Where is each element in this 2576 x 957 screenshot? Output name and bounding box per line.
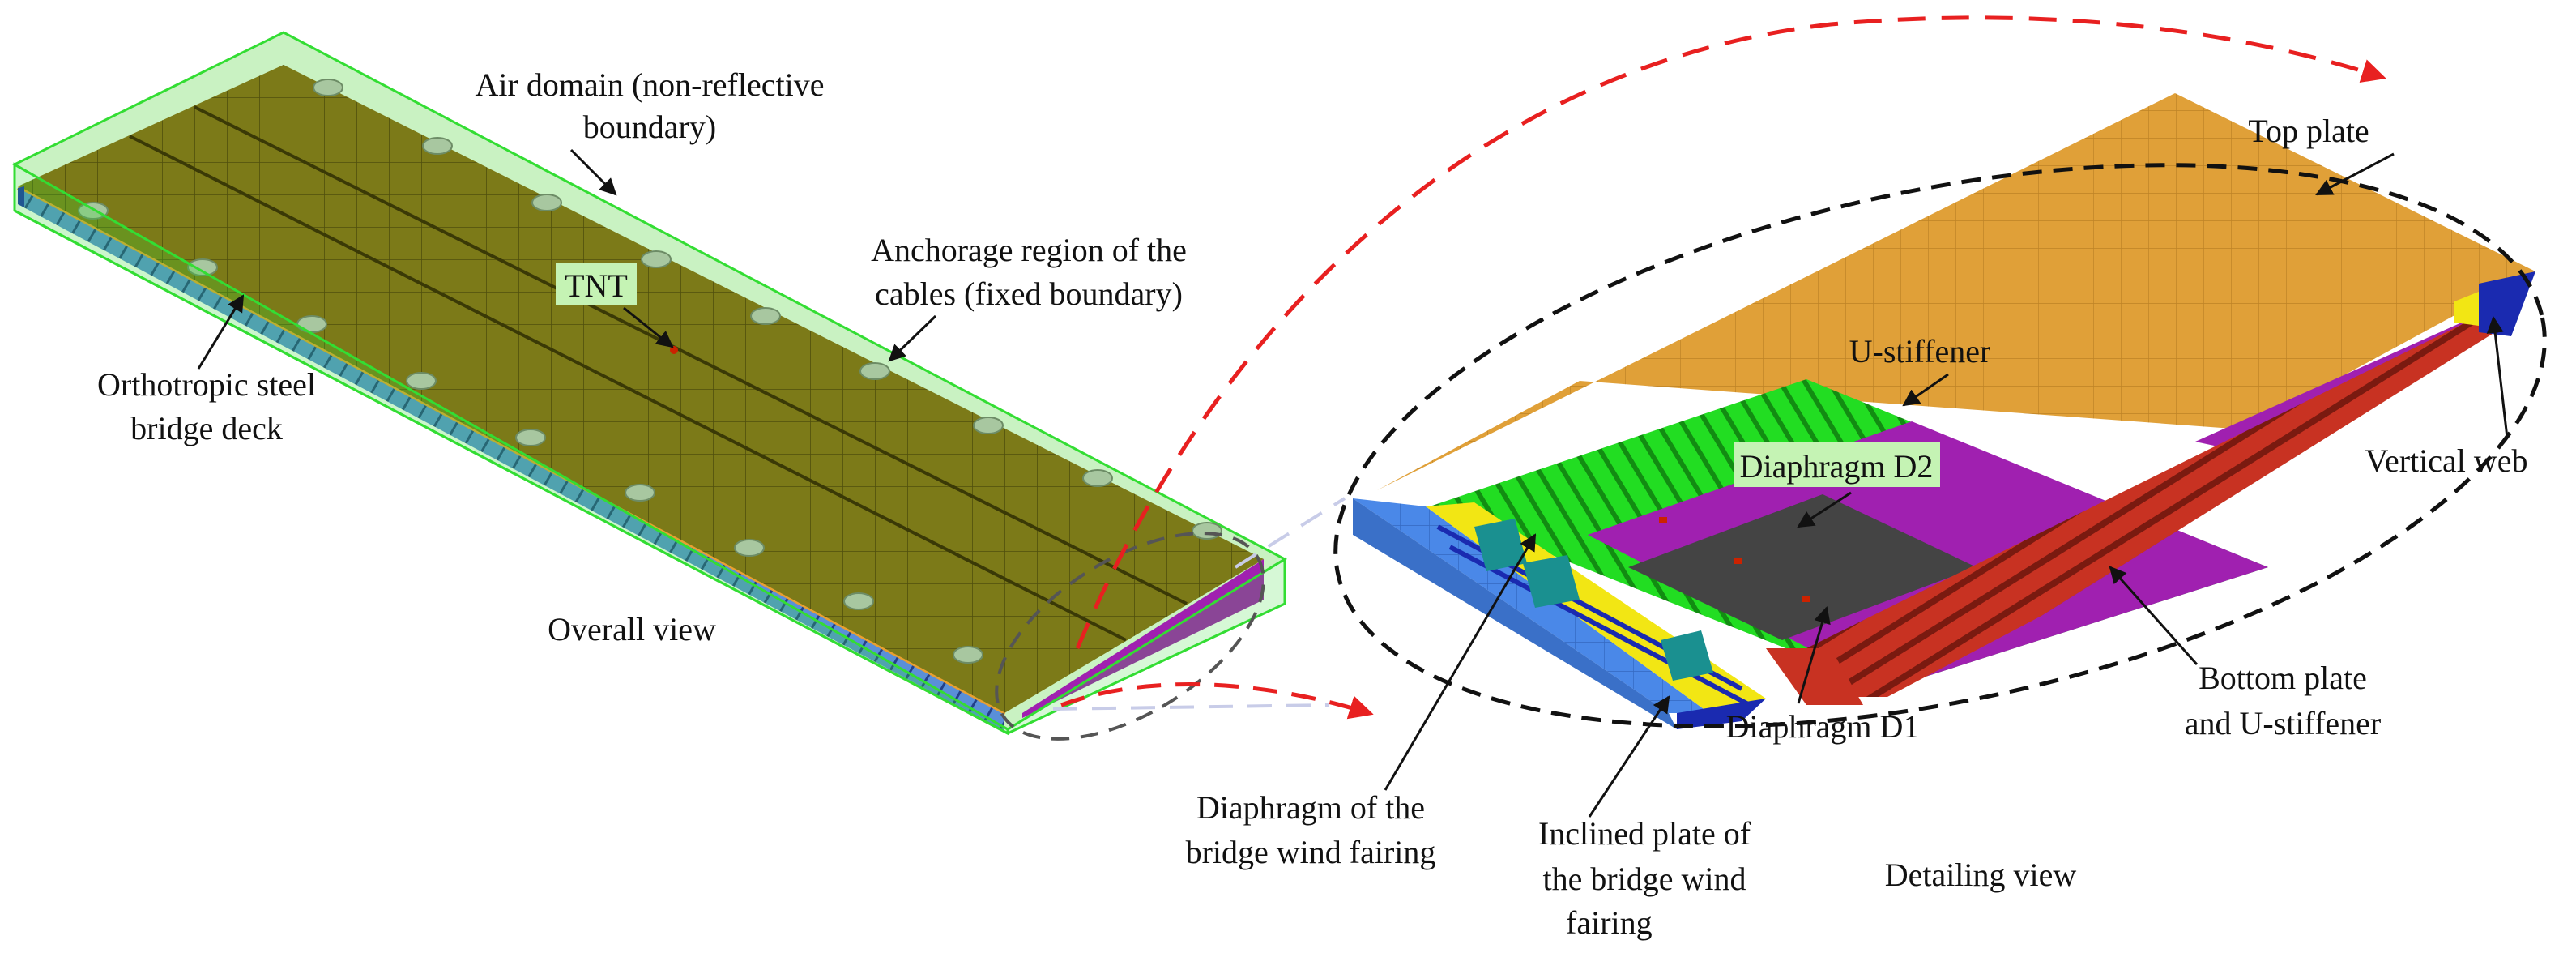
cable-anchor-blocks [78,79,1222,664]
deck-label-l2: bridge deck [130,410,283,446]
detail-selection-ellipse [995,532,1265,741]
anchorage-label-l2: cables (fixed boundary) [875,276,1183,312]
detail-dashed-ellipse [1333,163,2547,728]
anchorage-label-l1: Anchorage region of the [871,232,1187,268]
diaphragm-d2-label-bg [1734,442,1940,487]
overall-view-model [11,31,1288,741]
u-stiffener-label: U-stiffener [1849,333,1991,370]
fairing-diaphragm-label-l2: bridge wind fairing [1186,834,1436,870]
tnt-label-bg [556,263,637,305]
inclined-plate-label-l3: fairing [1566,904,1653,941]
detail-view-model [1353,93,2535,729]
diaphragm-d2-label: Diaphragm D2 [1740,448,1934,485]
bottom-plate-label-l2: and U-stiffener [2185,705,2382,741]
fairing-diaphragm-label-l1: Diaphragm of the [1196,789,1425,826]
top-plate-label: Top plate [2248,113,2369,149]
tnt-label: TNT [565,267,628,304]
deck-end-diaphragm [1022,559,1264,718]
air-domain-label-l2: boundary) [583,109,716,145]
detail-labels: Top plate U-stiffener Diaphragm D2 Verti… [1186,113,2528,941]
inclined-plate-label-l1: Inclined plate of [1538,815,1751,852]
bottom-plate-label-l1: Bottom plate [2199,660,2367,696]
overall-view-caption: Overall view [548,611,716,647]
deck-side-strip [18,188,1004,731]
diaphragm-d1-label: Diaphragm D1 [1726,708,1920,745]
diaphragm-d2-plate [1628,494,1977,640]
vertical-web-label: Vertical web [2365,442,2527,479]
overall-labels: Air domain (non-reflective boundary) Anc… [97,66,1187,647]
deck-label-l1: Orthotropic steel [97,366,316,403]
air-domain-label-l1: Air domain (non-reflective [476,66,825,103]
detail-view-caption: Detailing view [1885,857,2077,893]
tnt-charge [670,346,678,354]
inclined-plate-label-l2: the bridge wind [1542,861,1746,897]
